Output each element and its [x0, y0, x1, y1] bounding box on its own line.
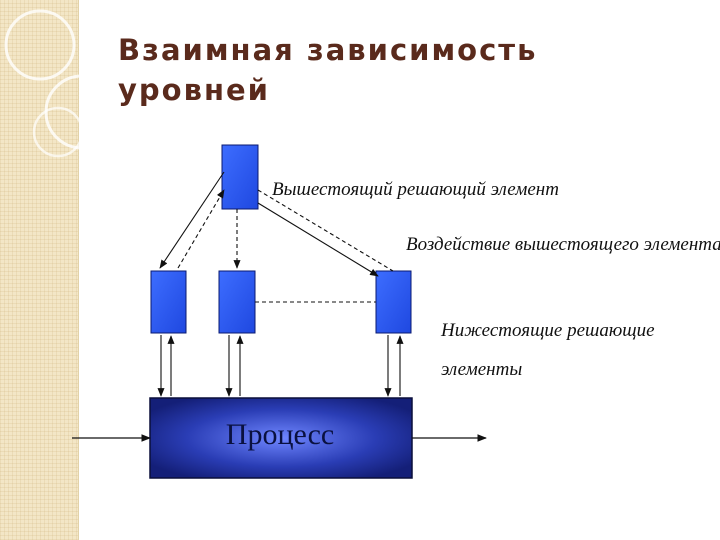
process-block: Процесс [149, 397, 413, 479]
element-process-links [157, 335, 404, 397]
lower-decision-element-2 [218, 270, 256, 334]
influence-label: Воздействие вышестоящего элемента [406, 234, 720, 255]
feedback-line-3 [257, 189, 394, 272]
lower-elements-label-line2: элементы [441, 359, 522, 380]
lower-decision-element-1 [150, 270, 187, 334]
process-label: Процесс [226, 418, 334, 451]
feedback-arrow-1 [177, 189, 225, 269]
top-element-label: Вышестоящий решающий элемент [272, 179, 559, 200]
influence-arrow-1 [159, 171, 225, 269]
influence-arrow-3 [257, 202, 379, 277]
top-decision-element [221, 144, 259, 210]
lower-decision-element-3 [375, 270, 412, 334]
slide-title: Взаимная зависимость уровней [118, 33, 538, 107]
lower-elements-label-line1: Нижестоящие решающие [440, 320, 655, 341]
